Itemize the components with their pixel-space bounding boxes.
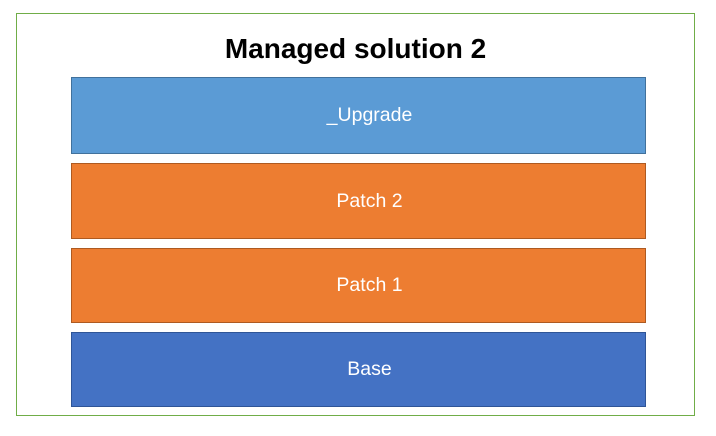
slide-border-frame <box>16 13 695 416</box>
layer-base: Base <box>71 332 646 407</box>
layer-upgrade: _Upgrade <box>71 77 646 154</box>
diagram-title: Managed solution 2 <box>224 33 487 64</box>
layer-patch-2: Patch 2 <box>71 163 646 239</box>
layer-patch-2-label: Patch 2 <box>336 189 403 212</box>
layer-base-label: Base <box>347 358 392 380</box>
layer-patch-1: Patch 1 <box>71 248 646 323</box>
layer-patch-1-label: Patch 1 <box>336 274 403 296</box>
layer-upgrade-label: _Upgrade <box>326 104 413 126</box>
